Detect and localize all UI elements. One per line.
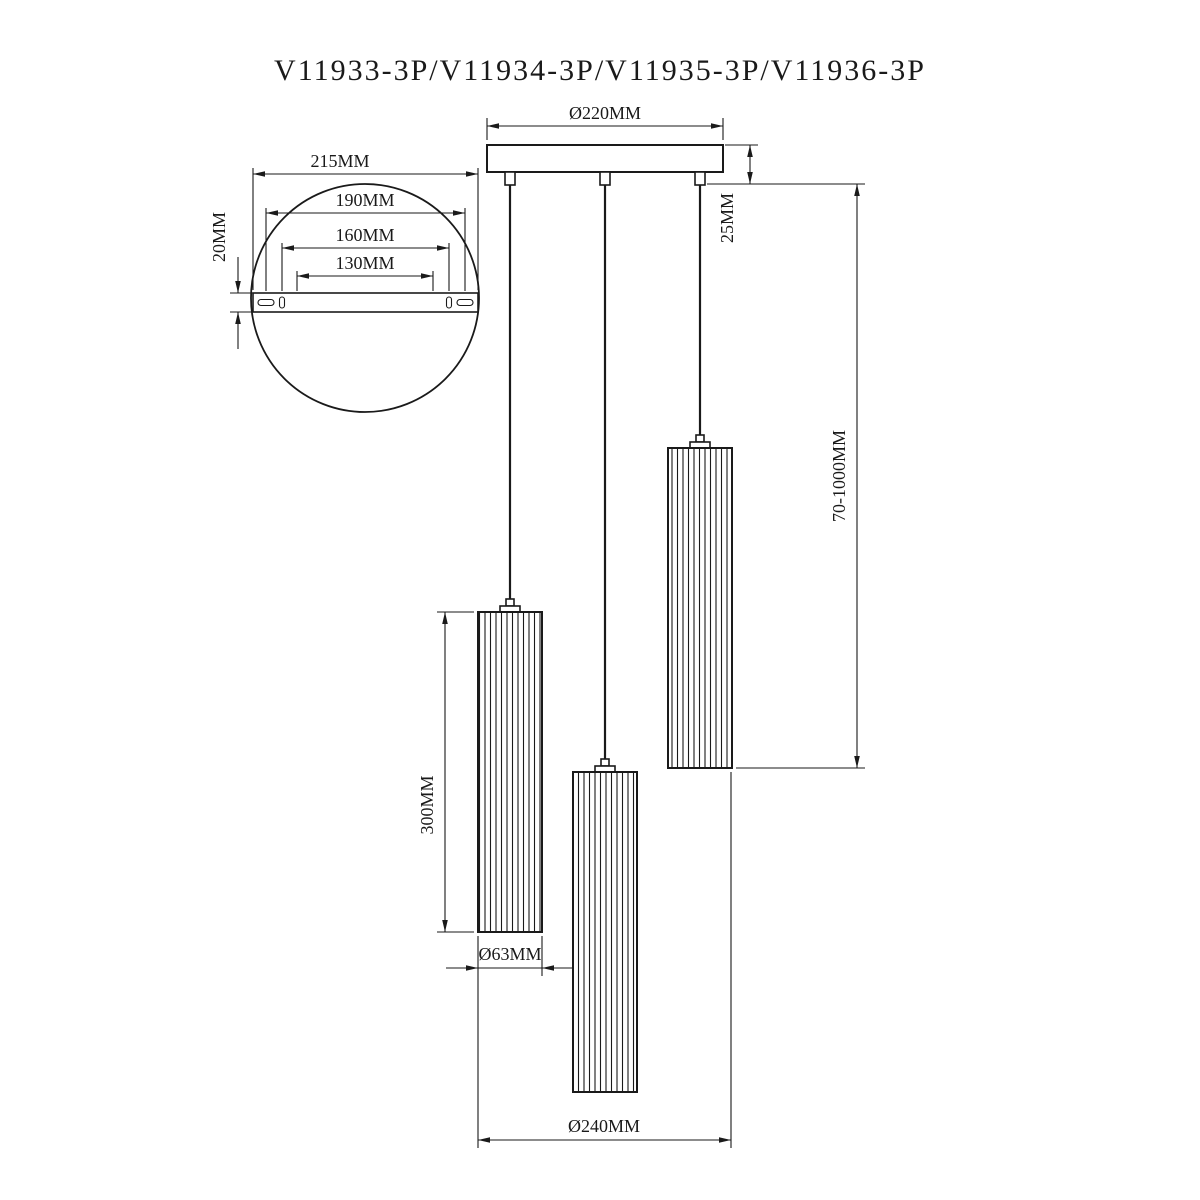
dim-label-plate-height: 20MM [209, 212, 229, 262]
ribbed-cylinder-shade [667, 447, 733, 769]
dim-label-canopy-height: 25MM [717, 193, 737, 243]
detail-view [250, 183, 480, 413]
dim-plate-height: 20MM [209, 212, 253, 349]
pendant-shade-left [477, 598, 543, 933]
dim-label-overall-diameter: Ø240MM [568, 1116, 640, 1136]
dim-hole-spacing-inner: 130MM [296, 253, 434, 291]
shade-nipple [505, 598, 515, 607]
dim-label-canopy-diameter: Ø220MM [569, 103, 641, 123]
dim-overall-diameter: Ø240MM [477, 772, 732, 1148]
cord-grip-right [694, 171, 706, 186]
cord-grip-middle [599, 171, 611, 186]
canopy-plate [486, 144, 724, 173]
dim-hole-spacing-middle: 160MM [281, 225, 450, 291]
suspension-cords [508, 185, 702, 759]
detail-circle [250, 183, 480, 413]
dim-plate-length: 215MM [252, 151, 479, 290]
dimensions: Ø220MM 25MM 70-1000MM 215MM 190MM [209, 103, 865, 1148]
main-view [477, 144, 733, 1093]
dim-label-hole-spacing-middle: 160MM [335, 225, 394, 245]
mounting-hole-right [445, 296, 453, 309]
dim-label-shade-height: 300MM [417, 775, 437, 834]
dim-hole-spacing-outer: 190MM [265, 190, 466, 291]
dim-shade-diameter: Ø63MM [446, 936, 574, 976]
pendant-shade-middle [572, 758, 638, 1093]
cord-grip-left [504, 171, 516, 186]
dim-suspension-length: 70-1000MM [736, 184, 865, 769]
mounting-plate-side-view [252, 292, 479, 313]
shade-nipple [695, 434, 705, 443]
dim-label-hole-spacing-outer: 190MM [335, 190, 394, 210]
ribbed-cylinder-shade [477, 611, 543, 933]
dim-canopy-diameter: Ø220MM [486, 103, 724, 140]
mounting-slot-right [456, 298, 474, 307]
drawing-title: V11933-3P/V11934-3P/V11935-3P/V11936-3P [274, 54, 926, 87]
shade-nipple [600, 758, 610, 767]
ribbed-cylinder-shade [572, 771, 638, 1093]
mounting-slot-left [257, 298, 275, 307]
dim-label-suspension-length: 70-1000MM [829, 430, 849, 522]
pendant-shade-right [667, 434, 733, 769]
mounting-hole-left [278, 296, 286, 309]
dim-label-plate-length: 215MM [310, 151, 369, 171]
ceiling-canopy [486, 144, 724, 186]
dim-canopy-height: 25MM [707, 144, 865, 243]
dim-label-hole-spacing-inner: 130MM [335, 253, 394, 273]
dim-label-shade-diameter: Ø63MM [478, 944, 541, 964]
dim-shade-height: 300MM [417, 611, 474, 933]
